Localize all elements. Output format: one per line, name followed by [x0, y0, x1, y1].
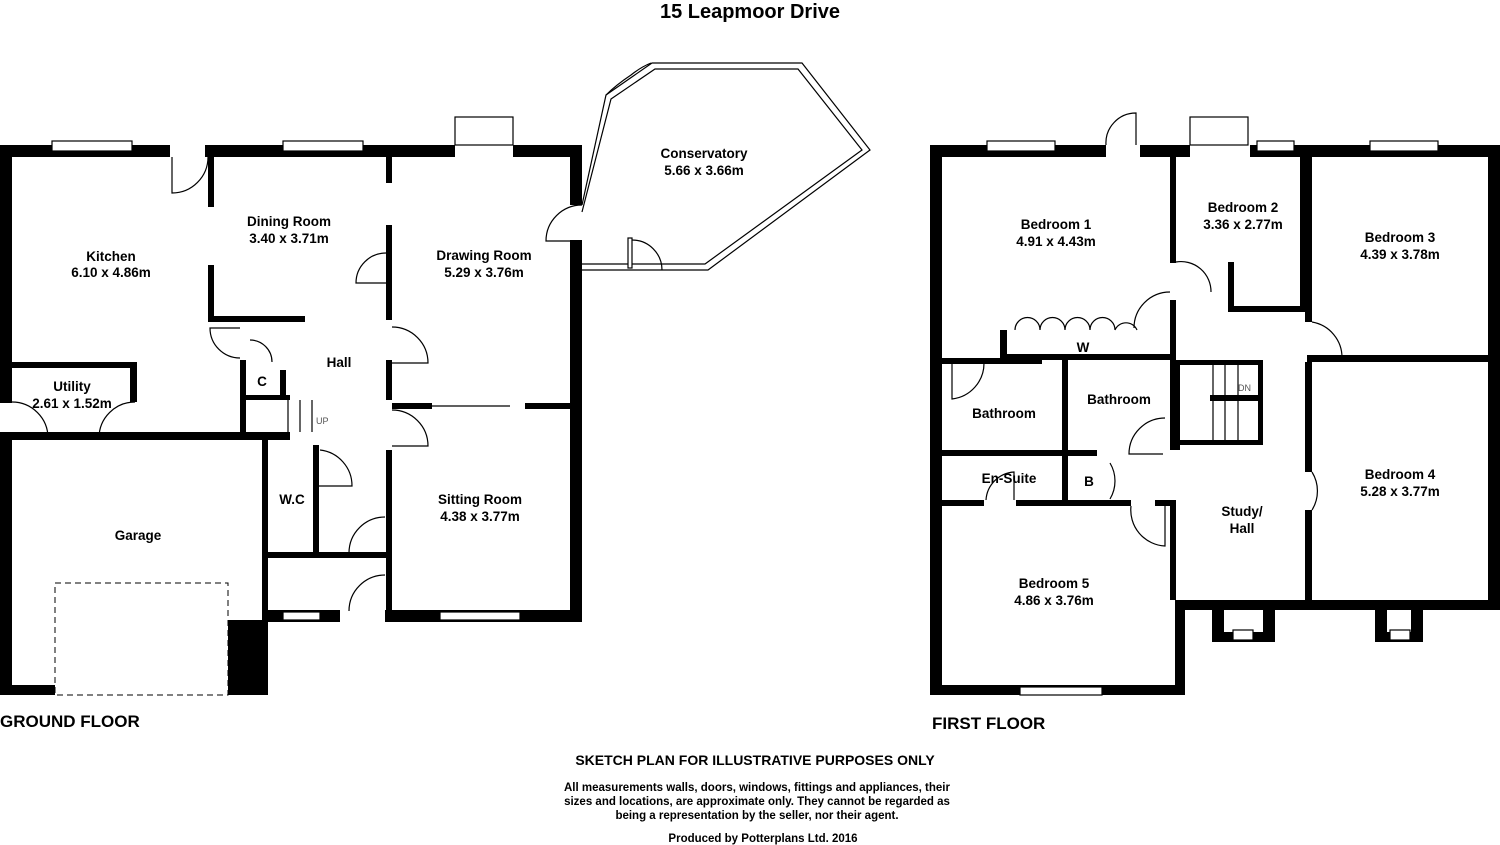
ground-floor-plan: UP Kitchen 6.10 x 4.86m Dining Room 3.40… [0, 62, 871, 731]
room-label: W [1077, 340, 1090, 355]
room-size: 4.38 x 3.77m [440, 509, 520, 524]
disclaimer-heading: SKETCH PLAN FOR ILLUSTRATIVE PURPOSES ON… [575, 752, 935, 768]
room-label: Bedroom 3 [1365, 230, 1436, 245]
room-label: B [1084, 474, 1094, 489]
room-size: 6.10 x 4.86m [71, 265, 151, 280]
first-floor-label: FIRST FLOOR [932, 714, 1045, 733]
room-size: 3.36 x 2.77m [1203, 217, 1283, 232]
conservatory-outline [581, 62, 871, 271]
ground-floor-label: GROUND FLOOR [0, 712, 140, 731]
room-label: Bedroom 1 [1021, 217, 1092, 232]
room-size: 3.40 x 3.71m [249, 231, 329, 246]
room-label: Drawing Room [436, 248, 531, 263]
room-label: W.C [279, 492, 305, 507]
room-label: Bathroom [1087, 392, 1151, 407]
room-size: 5.66 x 3.66m [664, 163, 744, 178]
disclaimer-line: sizes and locations, are approximate onl… [564, 796, 950, 808]
room-size: 5.28 x 3.77m [1360, 484, 1440, 499]
room-label: C [257, 374, 267, 389]
stairs-down: DN [1212, 365, 1251, 440]
room-label: Sitting Room [438, 492, 522, 507]
room-label: Bathroom [972, 406, 1036, 421]
disclaimer: SKETCH PLAN FOR ILLUSTRATIVE PURPOSES ON… [564, 752, 950, 845]
room-label: Bedroom 2 [1208, 200, 1279, 215]
room-size: 4.91 x 4.43m [1016, 234, 1096, 249]
stairs-down-label: DN [1238, 383, 1251, 393]
first-floor-plan: DN Bedroom 1 4.91 x 4.43m Bedroom 2 3.36… [930, 112, 1500, 733]
room-label: Dining Room [247, 214, 331, 229]
disclaimer-line: All measurements walls, doors, windows, … [564, 782, 950, 794]
disclaimer-line: being a representation by the seller, no… [615, 810, 898, 822]
room-label: Hall [327, 355, 352, 370]
room-label: Utility [53, 379, 91, 394]
stairs-up: UP [287, 400, 329, 432]
room-label: Study/ [1221, 504, 1263, 519]
room-label: Conservatory [660, 146, 748, 161]
garage-door-outline [54, 582, 229, 696]
room-label: Bedroom 4 [1365, 467, 1436, 482]
room-size: 2.61 x 1.52m [32, 396, 112, 411]
room-size: 4.39 x 3.78m [1360, 247, 1440, 262]
room-label: En-Suite [982, 471, 1037, 486]
room-size: 4.86 x 3.76m [1014, 593, 1094, 608]
room-label: Bedroom 5 [1019, 576, 1090, 591]
stairs-up-label: UP [316, 416, 329, 426]
credit: Produced by Potterplans Ltd. 2016 [668, 833, 857, 845]
room-label: Garage [115, 528, 162, 543]
plan-title: 15 Leapmoor Drive [660, 1, 840, 23]
room-label: Kitchen [86, 249, 136, 264]
room-size: 5.29 x 3.76m [444, 265, 524, 280]
room-label: Hall [1230, 521, 1255, 536]
